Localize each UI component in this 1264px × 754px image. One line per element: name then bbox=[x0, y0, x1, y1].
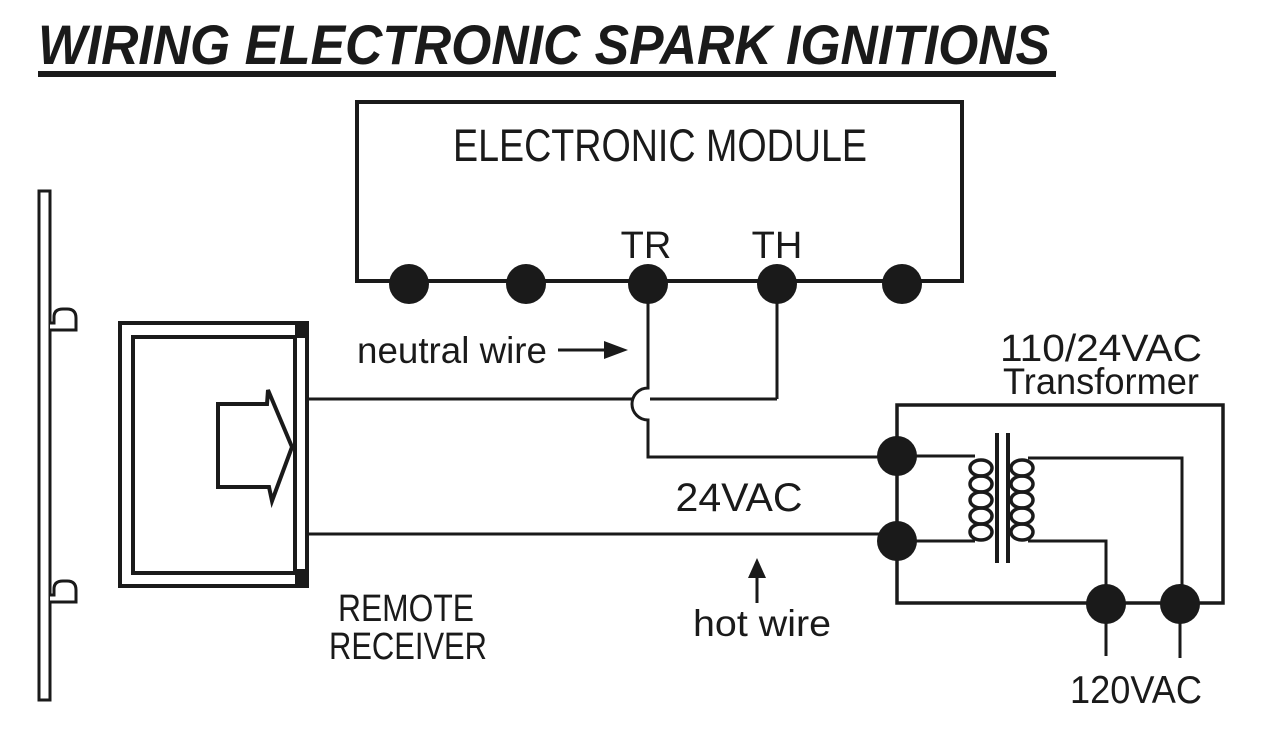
tr-terminal-wire-with-hop bbox=[630, 284, 897, 459]
title-underline bbox=[38, 71, 1056, 77]
neutral-wire-callout: neutral wire bbox=[357, 330, 628, 371]
receiver-label-line1: REMOTE bbox=[338, 588, 474, 630]
secondary-top-lead bbox=[1028, 456, 1184, 604]
hot-wire-arrow-icon bbox=[748, 558, 766, 578]
transformer: 110/24VAC Transformer bbox=[877, 328, 1225, 712]
electronic-module: ELECTRONIC MODULE TR TH bbox=[355, 100, 964, 304]
receiver-label-line2: RECEIVER bbox=[329, 626, 487, 668]
wall-bar bbox=[37, 189, 52, 702]
remote-receiver: REMOTE RECEIVER bbox=[118, 321, 487, 668]
module-label: ELECTRONIC MODULE bbox=[453, 120, 867, 171]
transformer-terminal-dot-top-left bbox=[877, 436, 917, 476]
page-title: WIRING ELECTRONIC SPARK IGNITIONS bbox=[38, 13, 1050, 76]
module-terminal-dot-5 bbox=[882, 264, 922, 304]
receiver-corner-mark-bottom bbox=[295, 569, 306, 585]
transformer-core-icon bbox=[995, 433, 1010, 563]
module-terminal-dot-tr bbox=[628, 264, 668, 304]
module-box bbox=[355, 100, 964, 283]
module-terminal-dot-1 bbox=[389, 264, 429, 304]
terminal-label-th: TH bbox=[752, 225, 803, 267]
hot-wire-callout: hot wire bbox=[693, 558, 831, 644]
secondary-bottom-lead bbox=[1028, 539, 1108, 604]
neutral-wire-arrow-icon bbox=[604, 341, 628, 359]
wiring bbox=[307, 284, 897, 536]
voltage-label-120vac: 120VAC bbox=[1070, 669, 1202, 712]
receiver-corner-mark-top bbox=[295, 324, 306, 338]
transformer-terminal-dot-bottom-1 bbox=[1086, 584, 1126, 624]
secondary-coil-icon bbox=[1009, 458, 1035, 542]
transformer-label-line2: Transformer bbox=[1003, 361, 1199, 402]
transformer-terminal-dot-bottom-left bbox=[877, 521, 917, 561]
module-terminal-dot-2 bbox=[506, 264, 546, 304]
transformer-label-line1: 110/24VAC bbox=[1000, 328, 1202, 370]
primary-coil-icon bbox=[968, 458, 994, 542]
neutral-wire-label: neutral wire bbox=[357, 330, 547, 371]
transformer-box bbox=[895, 403, 1225, 605]
transformer-terminal-dot-bottom-2 bbox=[1160, 584, 1200, 624]
module-terminal-dot-th bbox=[757, 264, 797, 304]
voltage-label-24vac: 24VAC bbox=[676, 476, 803, 520]
wall-bracket bbox=[37, 189, 78, 702]
hot-wire-label: hot wire bbox=[693, 603, 831, 644]
wall-clip-bottom-icon bbox=[50, 579, 78, 604]
receiver-signal-arrow-icon bbox=[216, 389, 295, 509]
wall-clip-top-icon bbox=[50, 307, 78, 332]
terminal-label-tr: TR bbox=[621, 225, 672, 267]
